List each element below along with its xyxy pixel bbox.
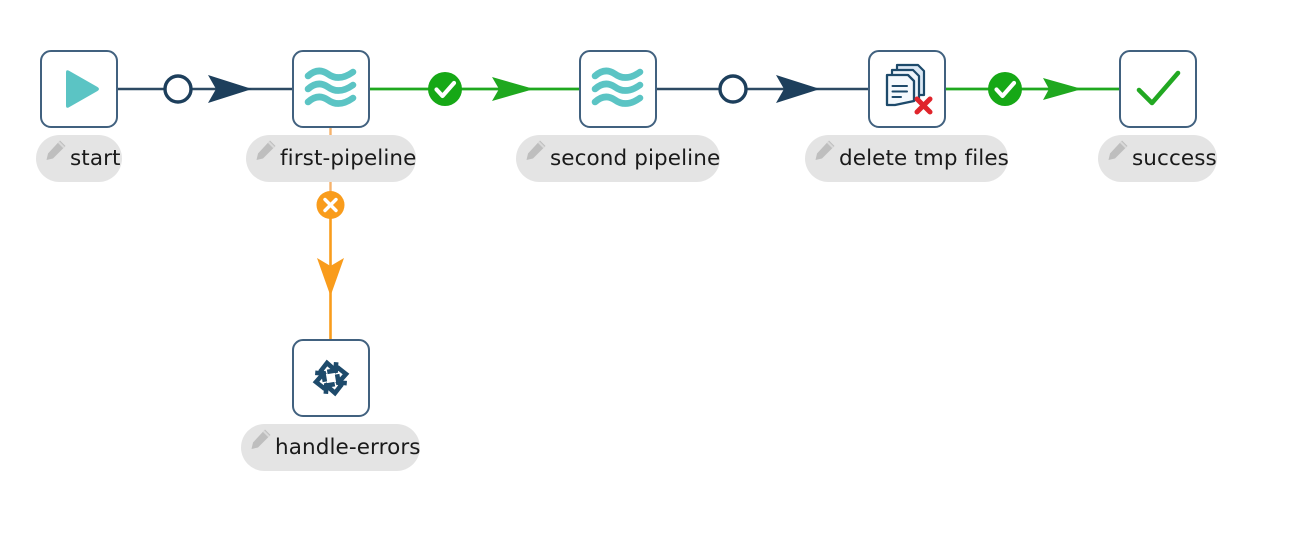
pencil-icon xyxy=(251,429,271,449)
hollow-circle-connector xyxy=(163,74,193,104)
retry-arrows-icon xyxy=(312,359,350,397)
hollow-circle-connector xyxy=(718,74,748,104)
node-first-pipeline[interactable] xyxy=(292,50,370,128)
edge-first-pipeline-to-handle-errors[interactable] xyxy=(316,128,345,339)
edge-first-to-second-pipeline[interactable] xyxy=(370,72,579,106)
pencil-icon xyxy=(815,140,835,160)
arrowhead-green xyxy=(1043,78,1082,100)
edge-start-to-first-pipeline[interactable] xyxy=(118,74,292,104)
node-label-delete-tmp-files: delete tmp files xyxy=(839,145,1009,171)
edge-delete-to-success[interactable] xyxy=(946,72,1119,106)
node-start[interactable] xyxy=(40,50,118,128)
arrowhead-navy xyxy=(208,75,252,103)
node-handle-errors[interactable] xyxy=(292,339,370,417)
label-pill-start[interactable]: start xyxy=(36,135,122,182)
label-pill-delete-tmp-files[interactable]: delete tmp files xyxy=(805,135,1009,182)
label-pill-second-pipeline[interactable]: second pipeline xyxy=(516,135,720,182)
node-label-second-pipeline: second pipeline xyxy=(550,145,721,171)
red-x-icon xyxy=(914,96,933,115)
label-pill-handle-errors[interactable]: handle-errors xyxy=(241,424,420,471)
pencil-icon xyxy=(256,140,276,160)
node-success[interactable] xyxy=(1119,50,1197,128)
play-triangle-icon xyxy=(66,70,99,108)
arrowhead-navy xyxy=(776,75,820,103)
label-pill-success[interactable]: success xyxy=(1098,135,1217,182)
pencil-icon xyxy=(46,140,66,160)
arrowhead-orange xyxy=(317,258,344,296)
node-delete-tmp-files[interactable] xyxy=(868,50,946,128)
error-x-badge xyxy=(316,191,345,219)
pipeline-waves-icon xyxy=(304,67,357,107)
pencil-icon xyxy=(1108,140,1128,160)
label-pill-first-pipeline[interactable]: first-pipeline xyxy=(246,135,416,182)
pipeline-waves-icon xyxy=(591,67,644,107)
pencil-icon xyxy=(526,140,546,160)
arrowhead-green xyxy=(492,77,534,101)
success-check-badge xyxy=(988,72,1022,106)
node-label-first-pipeline: first-pipeline xyxy=(280,145,417,171)
success-check-badge xyxy=(428,72,462,106)
node-second-pipeline[interactable] xyxy=(579,50,657,128)
edge-second-pipeline-to-delete[interactable] xyxy=(657,74,868,104)
node-label-start: start xyxy=(70,145,121,171)
node-label-handle-errors: handle-errors xyxy=(275,434,421,460)
node-label-success: success xyxy=(1132,145,1217,171)
green-check-icon xyxy=(1136,70,1181,106)
delete-documents-icon xyxy=(885,63,933,115)
